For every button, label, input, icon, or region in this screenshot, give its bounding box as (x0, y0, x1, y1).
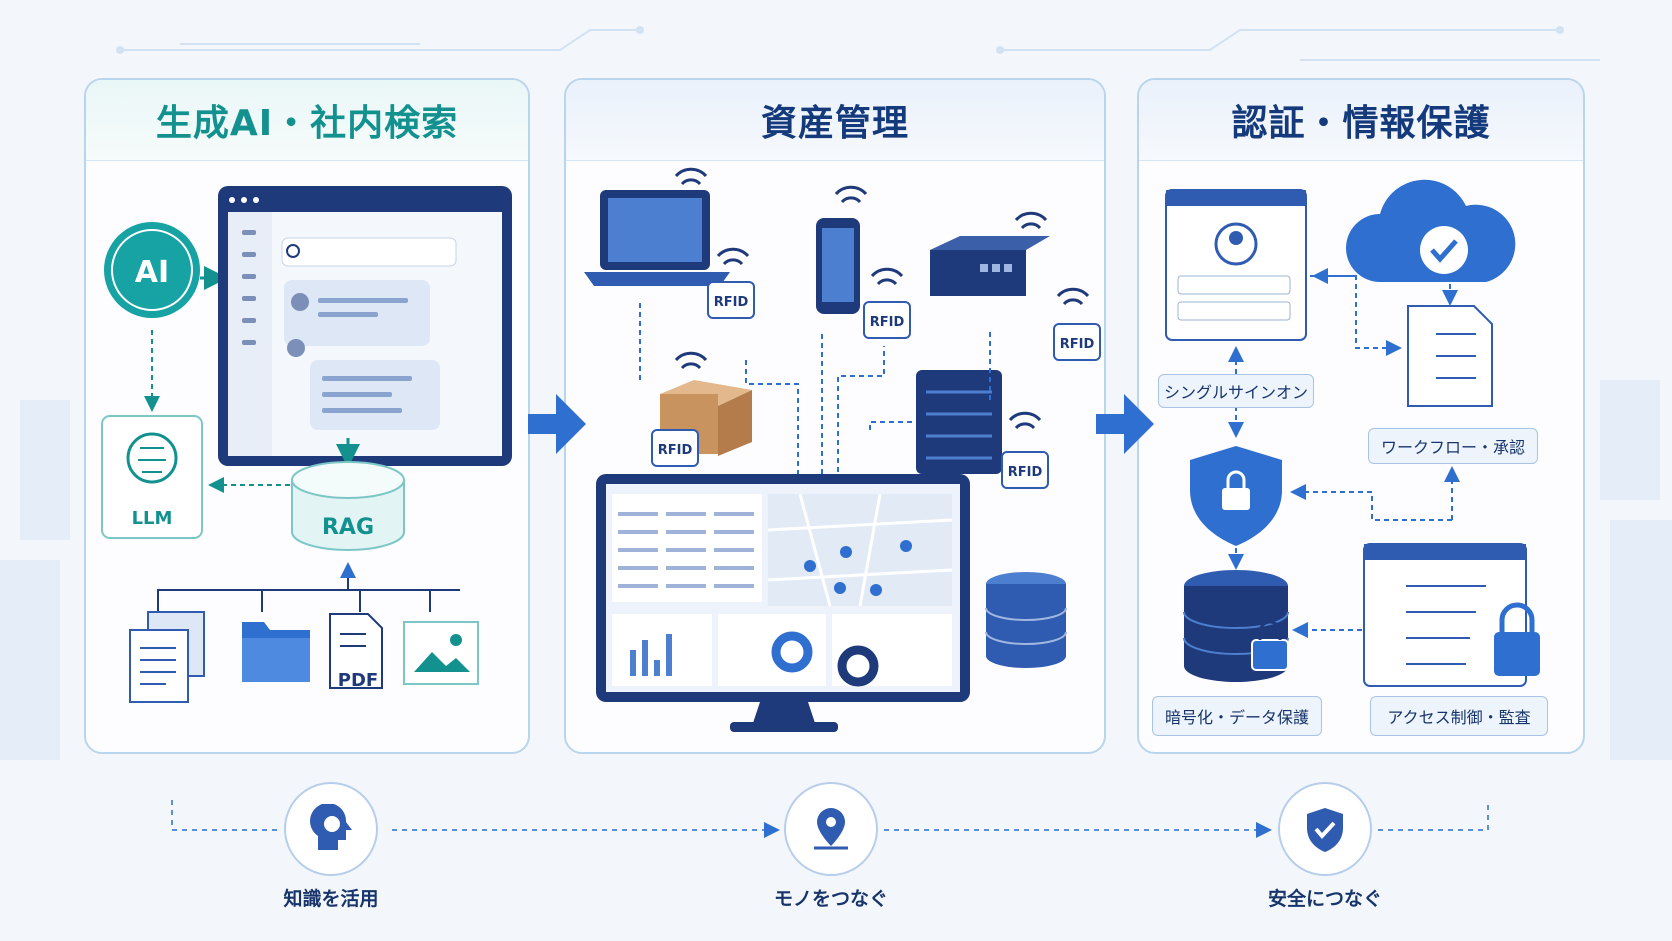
safe-caption: 安全につなぐ (1267, 888, 1382, 910)
ai-brain-icon (104, 222, 200, 318)
encryption-label: 暗号化・データ保護 (1152, 696, 1322, 736)
shield-lock-icon (1190, 446, 1282, 546)
arrow-right-icon (1096, 394, 1154, 454)
access-checklist-window (1363, 543, 1540, 687)
pdf-label: PDF (338, 670, 378, 691)
folder-icon (242, 622, 310, 682)
rfid-tag-label: RFID (714, 295, 749, 310)
network-switch-icon (930, 236, 1050, 296)
arrow-right-icon (528, 394, 586, 454)
panel-title-ai: 生成AI・社内検索 (86, 80, 528, 161)
rag-label: RAG (322, 515, 374, 540)
rfid-tag-label: RFID (658, 443, 693, 458)
document-icon (129, 611, 205, 703)
ai-badge-text: AI (135, 255, 169, 290)
laptop-icon (584, 190, 730, 286)
login-window (1165, 189, 1307, 341)
rfid-tag (651, 281, 1101, 489)
package-box-icon (660, 380, 752, 456)
head-lightbulb-icon (310, 804, 352, 850)
shield-check-icon (1307, 808, 1343, 852)
panel-title-asset: 資産管理 (566, 80, 1104, 161)
llm-label: LLM (132, 508, 173, 529)
cloud-check-icon (1346, 179, 1516, 282)
server-icon (916, 370, 1002, 474)
search-icon (286, 244, 300, 258)
search-window (218, 186, 512, 466)
encrypted-database-icon (1183, 570, 1289, 682)
knowledge-circle (284, 782, 378, 876)
knowledge-caption: 知識を活用 (283, 888, 379, 910)
location-pin-icon (814, 808, 848, 850)
safe-circle (1278, 782, 1372, 876)
things-circle (784, 782, 878, 876)
wifi-icon (674, 167, 1090, 430)
dashboard-monitor (596, 474, 970, 732)
rfid-tag-label: RFID (870, 315, 905, 330)
access-control-label: アクセス制御・監査 (1370, 696, 1548, 736)
storage-database-icon (985, 572, 1067, 668)
rfid-tag-label: RFID (1060, 337, 1095, 352)
sso-label: シングルサインオン (1158, 374, 1314, 408)
smartphone-icon (816, 218, 860, 314)
pdf-file-icon (329, 613, 383, 689)
checklist-document-icon (1407, 305, 1493, 407)
image-file-icon (403, 621, 479, 685)
workflow-label: ワークフロー・承認 (1368, 428, 1538, 464)
llm-brain-icon (101, 415, 203, 539)
things-caption: モノをつなぐ (773, 888, 888, 910)
panel-title-security: 認証・情報保護 (1139, 80, 1583, 161)
rfid-tag-label: RFID (1008, 465, 1043, 480)
rag-database-icon (291, 461, 405, 551)
